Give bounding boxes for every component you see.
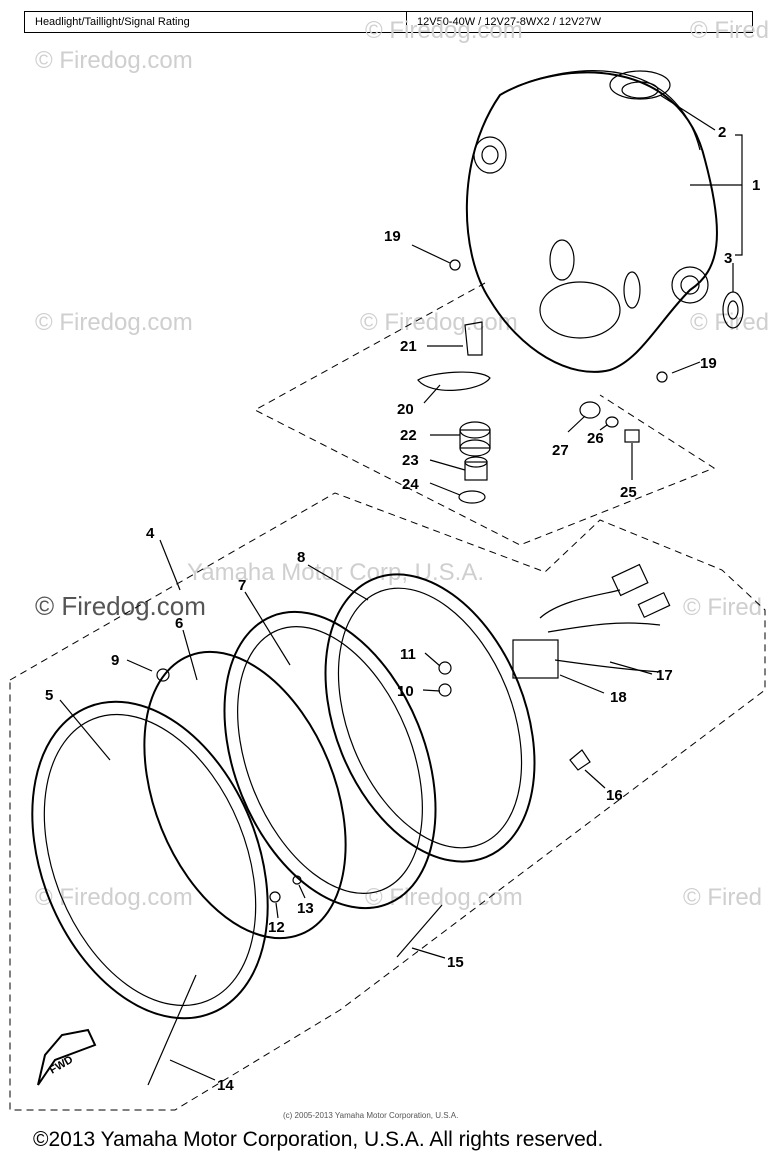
part-label: 13 xyxy=(297,900,314,917)
part-label: 12 xyxy=(268,919,285,936)
part-label: 14 xyxy=(217,1077,234,1094)
part-label: 7 xyxy=(238,577,246,594)
watermark: © Fired xyxy=(683,594,762,621)
watermark: © Firedog.com xyxy=(35,884,193,911)
fwd-label: FWD xyxy=(48,1054,76,1077)
leader-lines xyxy=(59,94,743,1081)
copyright-footer: ©2013 Yamaha Motor Corporation, U.S.A. A… xyxy=(33,1128,604,1151)
watermark: © Fired xyxy=(683,884,762,911)
part-label: 10 xyxy=(397,683,414,700)
part-label: 23 xyxy=(402,452,419,469)
bezel-rings xyxy=(31,573,591,1086)
part-label: 15 xyxy=(447,954,464,971)
part-label: 21 xyxy=(400,338,417,355)
part-labels: 1 2 3 4 5 6 7 8 9 10 11 12 13 14 15 16 1… xyxy=(45,124,760,1094)
part-label: 5 xyxy=(45,687,53,704)
part-label: 24 xyxy=(402,476,419,493)
wiring-harness xyxy=(512,563,671,679)
watermark: © Firedog.com xyxy=(35,309,193,336)
part-label: 3 xyxy=(724,250,732,267)
watermark-yamaha: Yamaha Motor Corp, U.S.A. xyxy=(187,559,484,586)
watermark: © Fired xyxy=(690,309,769,336)
part-label: 16 xyxy=(606,787,623,804)
assembly-outlines xyxy=(9,282,766,1111)
part-label: 2 xyxy=(718,124,726,141)
part-label: 9 xyxy=(111,652,119,669)
part-label: 19 xyxy=(700,355,717,372)
part-label: 8 xyxy=(297,549,305,566)
watermark: © Firedog.com xyxy=(365,884,523,911)
part-label: 6 xyxy=(175,615,183,632)
part-label: 4 xyxy=(146,525,155,542)
mount-hardware xyxy=(417,259,668,504)
small-copyright: (c) 2005-2013 Yamaha Motor Corporation, … xyxy=(283,1111,458,1120)
watermark: © Firedog.com xyxy=(35,47,193,74)
watermark: © Firedog.com xyxy=(365,17,523,44)
watermark: © Firedog.com xyxy=(360,309,518,336)
part-label: 1 xyxy=(752,177,760,194)
spec-value: 12V50-40W / 12V27-8WX2 / 12V27W xyxy=(417,16,602,28)
part-label: 26 xyxy=(587,430,604,447)
part-label: 20 xyxy=(397,401,414,418)
part-label: 22 xyxy=(400,427,417,444)
part-label: 17 xyxy=(656,667,673,684)
part-label: 11 xyxy=(400,646,416,663)
part-label: 25 xyxy=(620,484,637,501)
part-label: 18 xyxy=(610,689,627,706)
fwd-arrow: FWD xyxy=(37,1028,97,1086)
watermark-dark: © Firedog.com xyxy=(35,591,206,621)
spec-table: Headlight/Taillight/Signal Rating 12V50-… xyxy=(24,11,753,33)
part-label: 27 xyxy=(552,442,569,459)
spec-label: Headlight/Taillight/Signal Rating xyxy=(25,12,407,32)
watermark: © Fired xyxy=(690,17,769,44)
part-label: 19 xyxy=(384,228,401,245)
watermarks: © Firedog.com © Firedog.com © Fired © Fi… xyxy=(35,17,769,1120)
